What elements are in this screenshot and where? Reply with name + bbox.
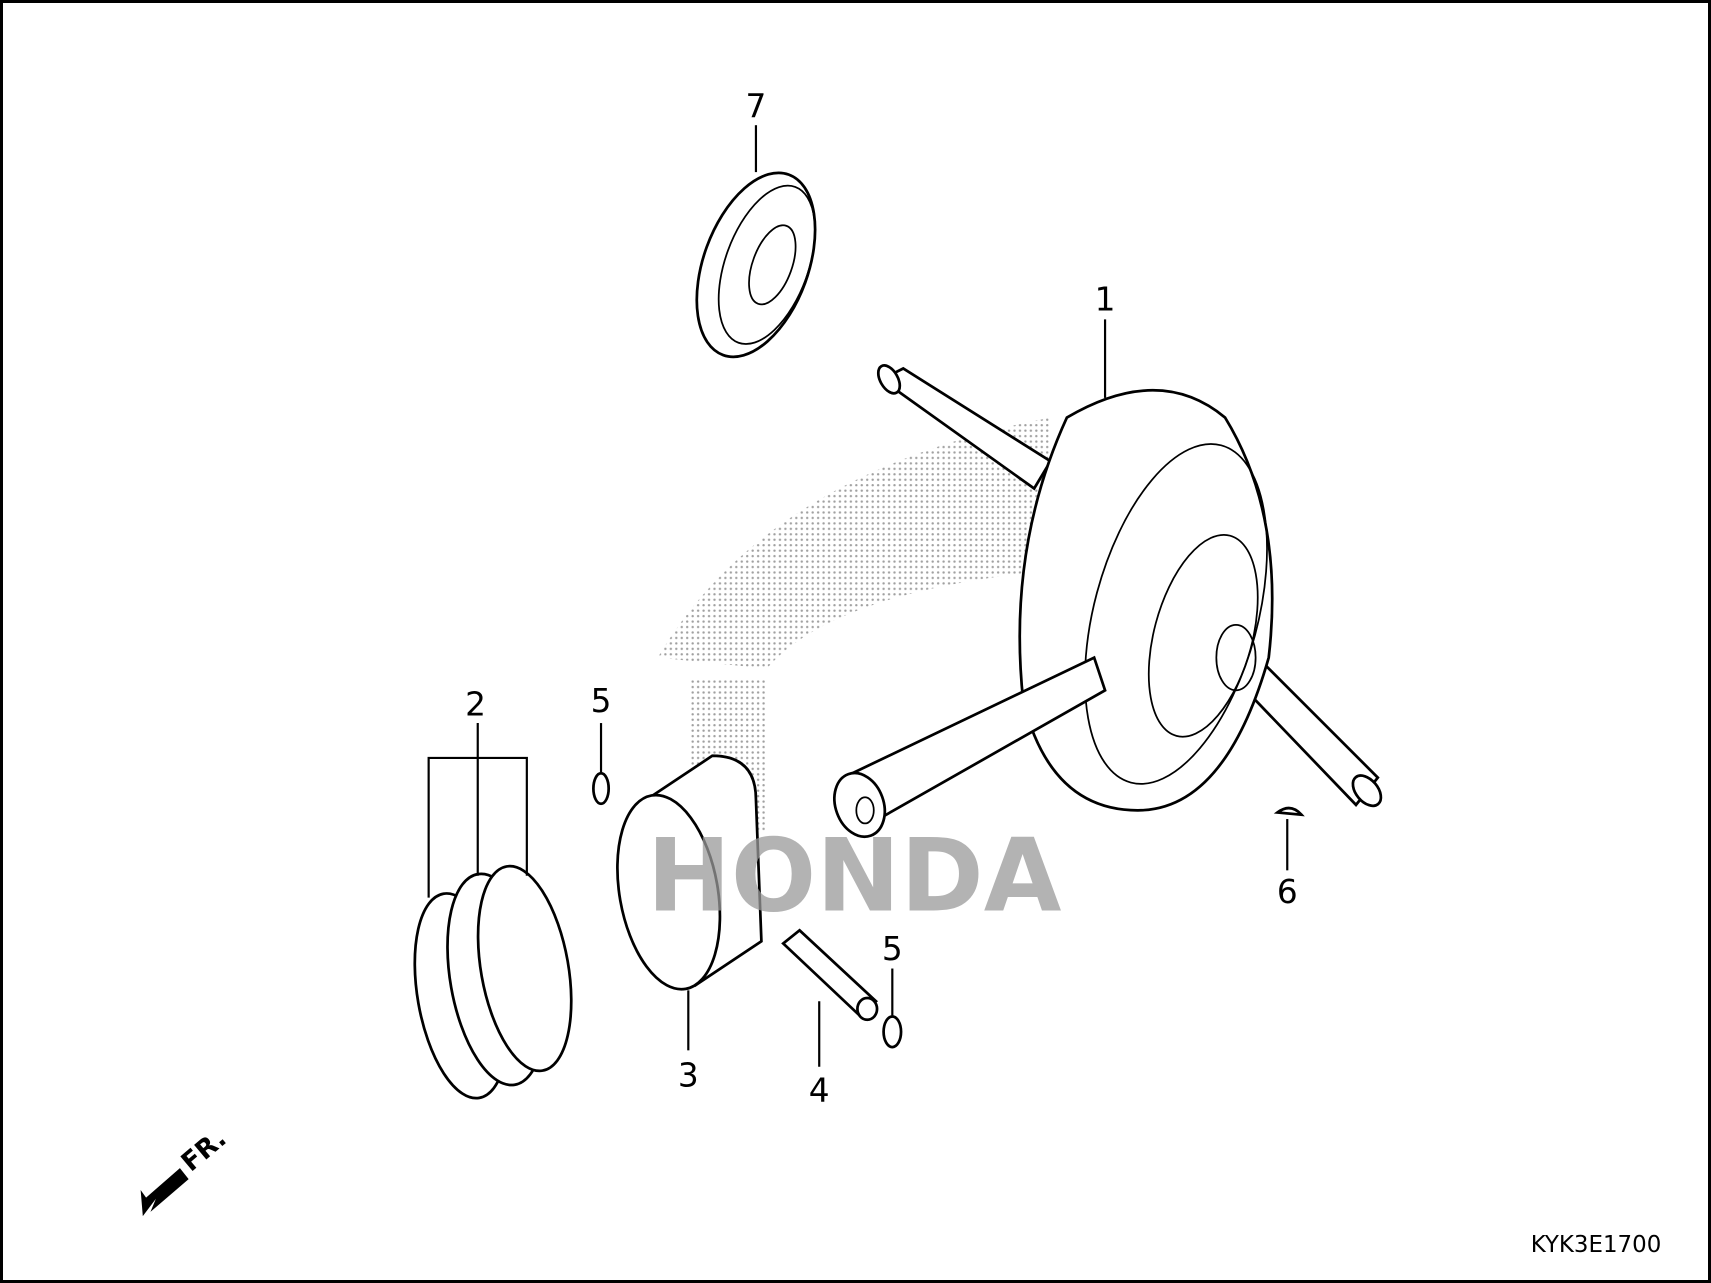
part-4-piston-pin[interactable] — [781, 928, 879, 1067]
part-1-crankshaft[interactable] — [826, 362, 1387, 844]
part-6-woodruff-key[interactable] — [1273, 806, 1305, 871]
part-5-piston-pin-clip[interactable] — [882, 968, 903, 1049]
callout-6[interactable]: 6 — [1277, 873, 1298, 911]
part-5-piston-pin-clip[interactable] — [592, 723, 611, 806]
callout-3[interactable]: 3 — [678, 1056, 699, 1094]
diagram-code: KYK3E1700 — [1531, 1232, 1662, 1258]
callout-2[interactable]: 2 — [465, 685, 486, 723]
part-2-piston-rings[interactable] — [400, 723, 585, 1105]
exploded-view: HONDA 1 2 3 4 5 5 6 7 FR. KYK3E1700 — [140, 88, 1662, 1258]
callout-5[interactable]: 5 — [591, 682, 612, 720]
front-indicator-label: FR. — [176, 1124, 232, 1178]
part-3-piston[interactable] — [603, 754, 763, 1051]
callout-1[interactable]: 1 — [1095, 281, 1116, 319]
callout-4[interactable]: 4 — [809, 1072, 830, 1110]
callout-5[interactable]: 5 — [882, 930, 903, 968]
front-arrow-icon: FR. — [140, 1124, 232, 1217]
callout-7[interactable]: 7 — [746, 88, 767, 126]
part-7-bearing[interactable] — [674, 157, 838, 373]
